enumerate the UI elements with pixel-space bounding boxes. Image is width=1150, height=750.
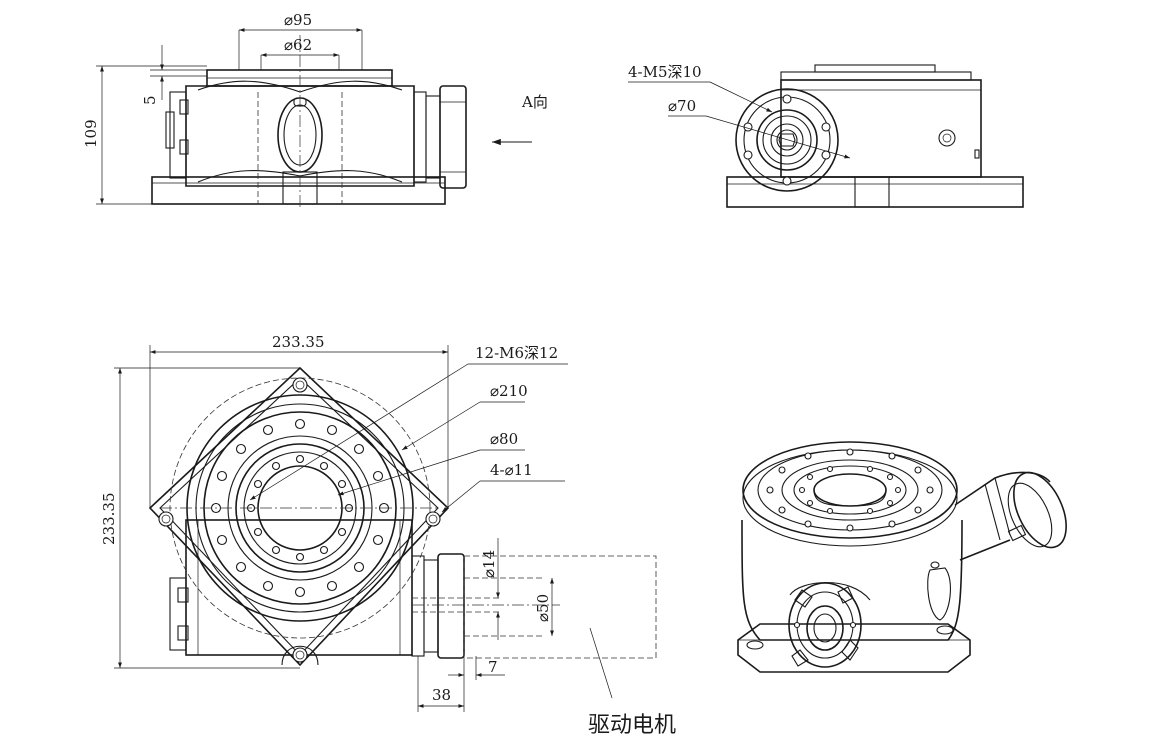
dim-top-spigot-dia: ⌀50 (534, 594, 552, 622)
dim-side-thread: 4-M5深10 (628, 63, 702, 81)
iso-table-bore (813, 473, 887, 507)
top-view: 233.35 233.35 12-M6深12 ⌀210 ⌀80 4-⌀11 ⌀1… (100, 333, 676, 738)
dim-top-shaft-dia: ⌀14 (480, 550, 498, 578)
iso-base-plate (737, 623, 971, 673)
iso-input-flange (788, 582, 871, 668)
iso-table-holes (766, 448, 934, 532)
dim-top-bore: ⌀80 (490, 430, 518, 448)
front-view: ⌀95 ⌀62 5 109 A向 (82, 11, 548, 210)
iso-body (741, 519, 963, 641)
inner-thread-holes (246, 454, 354, 562)
dim-top-flange-len: 38 (432, 686, 451, 704)
dim-side-flange-dia: ⌀70 (668, 97, 696, 115)
dim-top-spigot-len: 7 (488, 658, 498, 676)
isometric-view (737, 441, 1067, 673)
side-view: 4-M5深10 ⌀70 (628, 63, 1024, 208)
outer-bolt-holes (210, 418, 390, 598)
dim-front-height: 109 (82, 119, 100, 148)
motor-outline (412, 555, 657, 659)
side-motor-flange (735, 88, 839, 192)
mount-holes (158, 377, 441, 666)
motor-label: 驱动电机 (588, 713, 676, 738)
dim-top-bolt-circle: ⌀210 (490, 382, 528, 400)
dim-front-step: 5 (141, 95, 159, 105)
direction-label: A向 (521, 93, 548, 111)
dim-front-outer-dia: ⌀95 (284, 11, 312, 29)
dim-top-height: 233.35 (100, 493, 118, 546)
side-base-plate (726, 176, 1024, 208)
dim-top-mount-holes: 4-⌀11 (490, 461, 533, 479)
dim-top-width: 233.35 (272, 333, 325, 351)
dim-front-inner-dia: ⌀62 (284, 36, 312, 54)
iso-table-outer (742, 441, 958, 539)
dim-top-thread: 12-M6深12 (475, 344, 558, 362)
iso-motor (954, 471, 1067, 561)
